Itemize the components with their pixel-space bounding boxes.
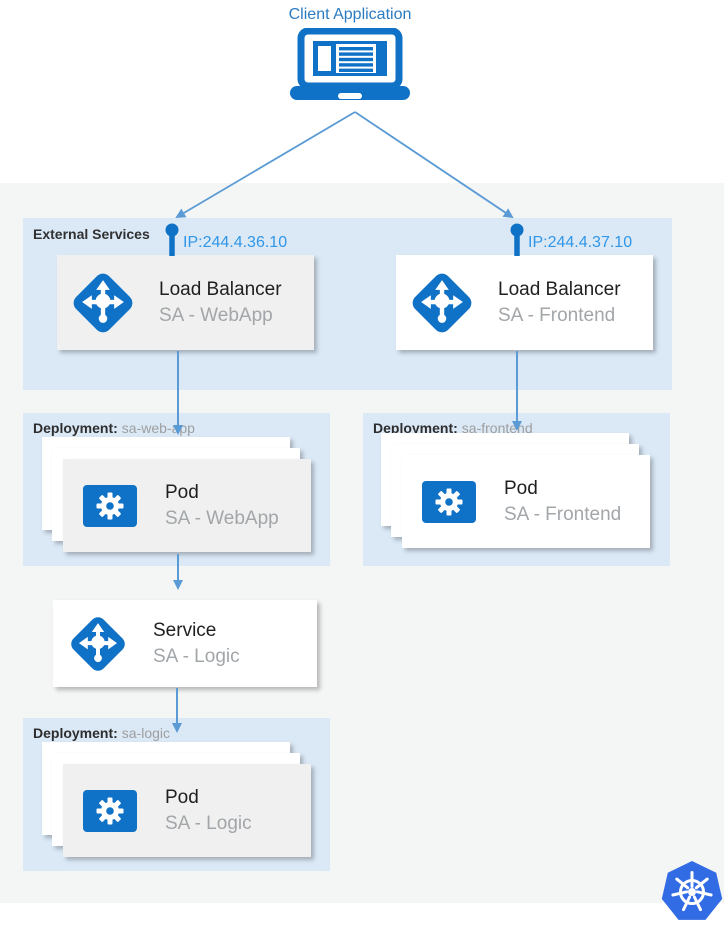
load-balancer-card-frontend: Load Balancer SA - Frontend xyxy=(396,255,653,350)
deployment-label: Deployment: xyxy=(33,420,118,436)
kubernetes-helm-icon xyxy=(659,859,724,930)
deployment-name: sa-web-app xyxy=(121,420,195,436)
load-balancer-diamond-icon xyxy=(67,613,129,675)
card-title: Load Balancer xyxy=(159,279,282,301)
card-title: Load Balancer xyxy=(498,279,621,301)
deployment-label: Deployment: xyxy=(373,420,458,436)
pod-card: Pod SA - Frontend xyxy=(402,455,650,548)
load-balancer-diamond-icon xyxy=(69,269,137,337)
external-services-label: External Services xyxy=(33,226,150,242)
service-card: Service SA - Logic xyxy=(53,600,317,687)
client-application-label: Client Application xyxy=(288,6,412,23)
pod-stack-sa-web-app: Pod SA - WebApp xyxy=(42,437,311,552)
gear-icon xyxy=(83,484,137,527)
pod-subtitle: SA - Logic xyxy=(165,812,252,834)
pod-card: Pod SA - Logic xyxy=(63,764,311,857)
service-title: Service xyxy=(153,620,217,642)
gear-icon xyxy=(422,480,476,523)
pod-stack-sa-frontend: Pod SA - Frontend xyxy=(381,433,650,548)
pod-stack-sa-logic: Pod SA - Logic xyxy=(42,742,311,857)
card-subtitle: SA - WebApp xyxy=(159,304,273,326)
deployment-name: sa-logic xyxy=(121,725,171,741)
pod-subtitle: SA - WebApp xyxy=(165,507,279,529)
load-balancer-card-webapp: Load Balancer SA - WebApp xyxy=(57,255,314,350)
pod-subtitle: SA - Frontend xyxy=(504,503,622,525)
service-subtitle: SA - Logic xyxy=(153,645,240,667)
ip-label-webapp: IP:244.4.36.10 xyxy=(183,234,288,251)
laptop-icon xyxy=(288,27,412,113)
deployment-label: Deployment: xyxy=(33,725,118,741)
pod-title: Pod xyxy=(165,482,199,504)
pod-title: Pod xyxy=(504,478,538,500)
card-subtitle: SA - Frontend xyxy=(498,304,616,326)
ip-label-frontend: IP:244.4.37.10 xyxy=(528,234,633,251)
gear-icon xyxy=(83,789,137,832)
load-balancer-diamond-icon xyxy=(408,269,476,337)
pod-card: Pod SA - WebApp xyxy=(63,459,311,552)
pod-title: Pod xyxy=(165,787,199,809)
